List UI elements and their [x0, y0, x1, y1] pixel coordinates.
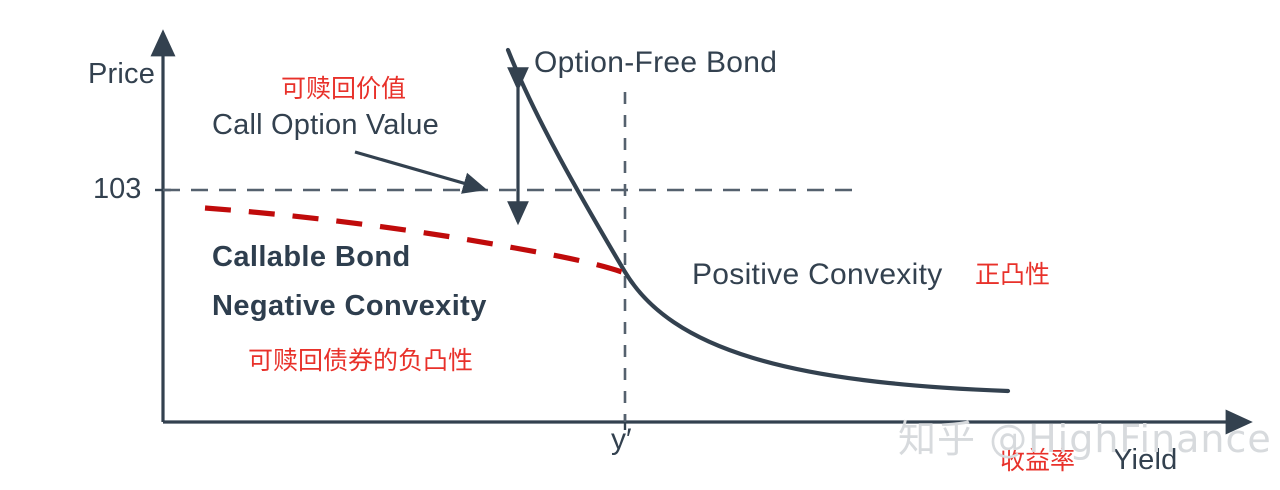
positive-convexity-label-cn: 正凸性	[975, 260, 1051, 289]
call-option-value-pointer-arrow	[354, 150, 488, 194]
positive-convexity-label-en: Positive Convexity	[692, 258, 943, 291]
callable-bond-curve	[204, 205, 623, 275]
callable-bond-label-cn: 可赎回债券的负凸性	[248, 346, 474, 375]
x-axis-title-en: Yield	[1113, 444, 1178, 476]
call-option-value-label-cn: 可赎回价值	[281, 74, 407, 103]
option-free-bond-label: Option-Free Bond	[534, 46, 778, 79]
call-option-value-label-en: Call Option Value	[212, 109, 439, 141]
callable-bond-label-line1: Callable Bond	[212, 241, 411, 273]
x-axis-tick-label-yprime: y′	[611, 423, 632, 456]
y-axis-tick-label-103: 103	[93, 173, 142, 205]
callable-bond-label-line2: Negative Convexity	[212, 290, 487, 322]
option-free-bond-curve	[505, 47, 1011, 394]
y-axis-title: Price	[88, 58, 156, 90]
x-axis-title-cn: 收益率	[1000, 446, 1076, 475]
